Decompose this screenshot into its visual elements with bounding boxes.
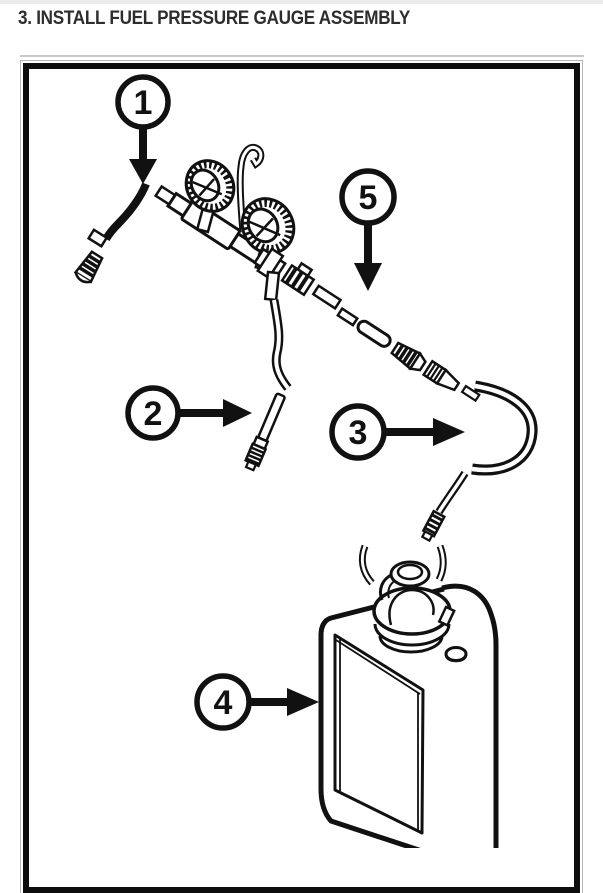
bottle-cap-elbow-band	[378, 573, 392, 601]
coupling-plug	[421, 359, 461, 392]
callout-2-number: 2	[144, 395, 163, 433]
gauge-left-knurl	[186, 161, 234, 211]
adapter-tip	[244, 460, 258, 472]
manifold-junction	[252, 247, 287, 280]
callout-4-arrowhead	[287, 688, 319, 716]
gauge-left-face	[189, 168, 221, 203]
gauge-right	[240, 197, 296, 255]
manifold-valve-ribs	[284, 267, 310, 292]
coupling-knurled-fitting	[390, 341, 427, 372]
gauge-manifold-assembly	[153, 143, 343, 391]
bottle-inlet-hose-right	[435, 544, 447, 582]
figure-canvas: 1	[73, 74, 538, 848]
bottle-outline-left	[318, 586, 445, 848]
bottle-cap	[372, 586, 452, 636]
callout-2-arrowhead	[223, 399, 252, 427]
bottle-label-panel	[333, 633, 425, 835]
bottle-neck-ring-2	[378, 635, 444, 654]
bottle-inlet-hose-left	[358, 544, 375, 586]
tester-hose-curve	[102, 182, 150, 242]
tester-hose	[73, 182, 150, 284]
callout-1: 1	[115, 74, 171, 184]
callout-3: 3	[329, 403, 465, 461]
page-top-divider	[0, 0, 603, 4]
adapter-fitting	[244, 392, 286, 472]
bottle-filler-plug-rim	[444, 654, 468, 663]
title-underline-rule	[20, 55, 584, 57]
curved-hose	[471, 380, 538, 476]
tester-hose-tube	[86, 228, 109, 248]
return-tube-fitting-ribs	[424, 513, 444, 535]
section-title: 3. INSTALL FUEL PRESSURE GAUGE ASSEMBLY	[18, 8, 411, 29]
callout-2: 2	[125, 385, 252, 441]
bottle-neck-ring-1	[373, 623, 451, 647]
coupling-tube-b	[460, 384, 481, 403]
manifold-valve	[280, 261, 316, 297]
gauge-right-needle	[248, 217, 281, 237]
callout-5-circle	[339, 168, 397, 226]
coupling-hose-segment	[356, 319, 392, 348]
callout-4: 4	[194, 673, 319, 731]
gauge-right-face	[246, 207, 280, 244]
coupling-knurled-fitting-ribs	[393, 343, 418, 367]
bottle-cap-opening	[396, 563, 424, 581]
hose-coupling-chain	[336, 306, 481, 403]
bottle-cap-assembly	[372, 560, 456, 654]
bottle-cap-clip	[437, 605, 456, 627]
callout-1-number: 1	[134, 84, 153, 122]
adapter-tube	[257, 392, 286, 442]
catch-bottle	[318, 544, 499, 848]
coupling-plug-ridges	[426, 362, 444, 382]
bottle-outline-right	[441, 583, 499, 848]
callout-3-number: 3	[349, 414, 368, 452]
callout-3-arrowhead	[433, 418, 465, 446]
gauge-left-needle	[192, 178, 223, 197]
callout-4-number: 4	[214, 684, 233, 722]
manifold-valve-knob	[296, 261, 314, 278]
callout-1-circle	[115, 74, 171, 130]
bottle-cap-elbow-band-inner	[387, 580, 396, 599]
callout-5: 5	[339, 168, 397, 291]
center-pipe	[263, 270, 281, 302]
adapter-knurl-ribs	[245, 446, 265, 466]
manifold-outlet-tube	[311, 284, 343, 311]
bottle-cap-hose-loop	[388, 588, 435, 626]
gauge-left	[184, 159, 236, 213]
figure-frame: 1	[20, 60, 583, 893]
callout-5-arrowhead	[354, 263, 382, 291]
center-hose	[269, 299, 292, 391]
coupling-tube-a	[336, 306, 360, 327]
tester-hose-fitting	[73, 250, 104, 284]
hanger-hook	[236, 143, 265, 233]
return-tube-fitting	[420, 509, 446, 543]
bottle-label-panel-inner-lines	[335, 638, 421, 830]
callout-5-number: 5	[359, 179, 378, 217]
return-tube	[420, 470, 469, 543]
tester-hose-fitting-ribs	[78, 254, 102, 278]
callout-1-arrowhead	[129, 159, 157, 184]
